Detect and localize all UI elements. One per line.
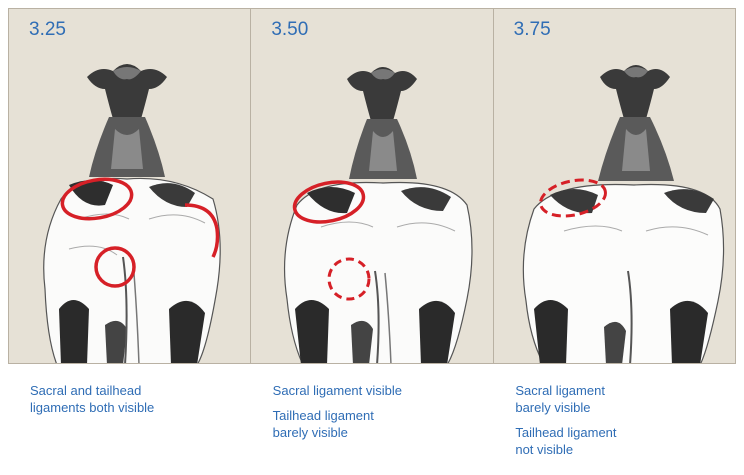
caption-3-75: Sacral ligament barely visible Tailhead … (493, 382, 736, 466)
caption-line: Tailhead ligament barely visible (273, 407, 494, 441)
caption-line: Sacral ligament visible (273, 382, 494, 399)
score-label: 3.50 (271, 19, 308, 41)
cow-panels: 3.25 3.50 (8, 8, 736, 364)
caption-line: Sacral ligament barely visible (515, 382, 736, 416)
panel-3-75: 3.75 (493, 9, 735, 363)
caption-3-25: Sacral and tailhead ligaments both visib… (8, 382, 251, 466)
caption-line: Tailhead ligament not visible (515, 424, 736, 458)
cow-rear-illustration (494, 9, 735, 363)
caption-3-50: Sacral ligament visible Tailhead ligamen… (251, 382, 494, 466)
panel-3-50: 3.50 (250, 9, 492, 363)
score-label: 3.75 (514, 19, 551, 41)
caption-line: Sacral and tailhead ligaments both visib… (30, 382, 251, 416)
score-label: 3.25 (29, 19, 66, 41)
captions-row: Sacral and tailhead ligaments both visib… (8, 382, 736, 466)
cow-rear-illustration (9, 9, 250, 363)
panel-3-25: 3.25 (9, 9, 250, 363)
cow-rear-illustration (251, 9, 492, 363)
